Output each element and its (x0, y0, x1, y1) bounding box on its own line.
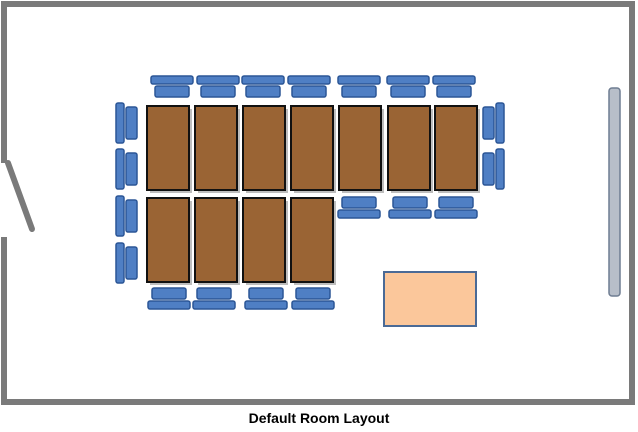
chair-right-2 (482, 152, 495, 186)
whiteboard (608, 87, 621, 297)
chair-top-5-back (337, 75, 381, 85)
chair-left-1 (125, 106, 138, 140)
chair-bottom-2 (196, 287, 232, 300)
wall (1, 1, 635, 405)
chair-right-1-back (495, 102, 505, 144)
chair-top-5 (341, 85, 377, 98)
chair-right-2-back (495, 148, 505, 190)
chair-bottom-2-back (192, 300, 236, 310)
desk-row1-3 (242, 105, 286, 191)
chair-bottom-1-back (147, 300, 191, 310)
desk-row1-1 (146, 105, 190, 191)
desk-row1-4 (290, 105, 334, 191)
chair-bottom-1 (151, 287, 187, 300)
chair-left-3-back (115, 195, 125, 237)
desk-row1-7 (434, 105, 478, 191)
desk-row1-5 (338, 105, 382, 191)
chair-left-2-back (115, 148, 125, 190)
teacher-table (383, 271, 477, 327)
other-furniture (383, 87, 621, 327)
chair-mid-3 (438, 196, 474, 209)
chair-mid-3-back (434, 209, 478, 219)
chair-mid-1-back (337, 209, 381, 219)
chair-top-6 (390, 85, 426, 98)
chair-bottom-4 (295, 287, 331, 300)
desk-row1-2 (194, 105, 238, 191)
chair-mid-1 (341, 196, 377, 209)
chair-top-7-back (432, 75, 476, 85)
chair-top-3-back (241, 75, 285, 85)
chair-bottom-3-back (244, 300, 288, 310)
desks-group (146, 105, 480, 285)
chair-left-2 (125, 152, 138, 186)
chair-left-3 (125, 199, 138, 233)
desk-row2-4 (290, 197, 334, 283)
chair-top-3 (245, 85, 281, 98)
room-walls (1, 1, 635, 405)
chair-bottom-4-back (291, 300, 335, 310)
door-leaf (5, 160, 35, 232)
desk-row2-2 (194, 197, 238, 283)
chair-mid-2-back (388, 209, 432, 219)
chair-mid-2 (392, 196, 428, 209)
chair-top-4 (291, 85, 327, 98)
chair-top-2 (200, 85, 236, 98)
desk-row2-3 (242, 197, 286, 283)
chair-right-1 (482, 106, 495, 140)
chair-top-4-back (287, 75, 331, 85)
diagram-caption: Default Room Layout (248, 410, 390, 426)
door (5, 160, 35, 232)
chair-top-7 (436, 85, 472, 98)
chair-bottom-3 (248, 287, 284, 300)
chairs-group (115, 75, 505, 310)
chair-left-4-back (115, 242, 125, 284)
chair-top-1 (154, 85, 190, 98)
chair-top-6-back (386, 75, 430, 85)
desk-row2-1 (146, 197, 190, 283)
chair-top-2-back (196, 75, 240, 85)
chair-left-1-back (115, 102, 125, 144)
desk-row1-6 (387, 105, 431, 191)
chair-top-1-back (150, 75, 194, 85)
chair-left-4 (125, 246, 138, 280)
